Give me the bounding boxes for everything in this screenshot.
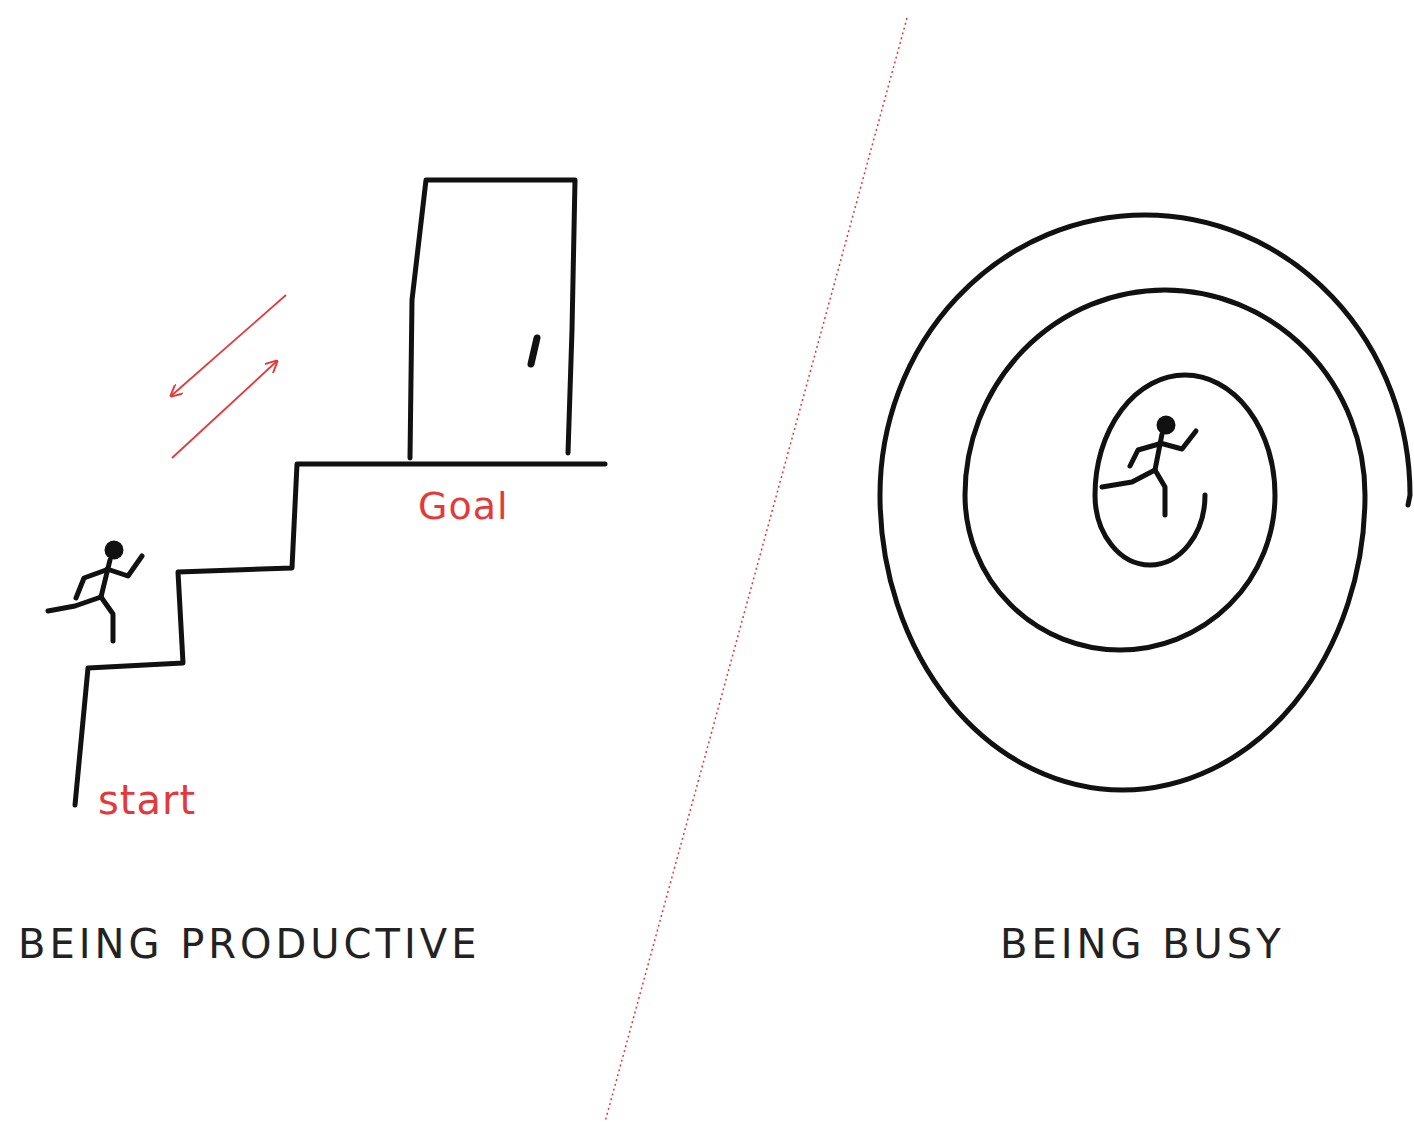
label: BEING PRODUCTIVE (18, 922, 480, 966)
door (410, 180, 575, 458)
label: BEING BUSY (1000, 922, 1285, 966)
label: start (98, 778, 196, 822)
arrow-up (172, 361, 277, 458)
divider-line (605, 18, 907, 1122)
door-knob (531, 338, 537, 364)
label: Goal (418, 486, 509, 528)
spiral (880, 215, 1410, 790)
arrow-down (171, 295, 286, 396)
stick-figure (48, 543, 142, 641)
stick-figure (1102, 418, 1196, 515)
stairs (75, 464, 605, 805)
